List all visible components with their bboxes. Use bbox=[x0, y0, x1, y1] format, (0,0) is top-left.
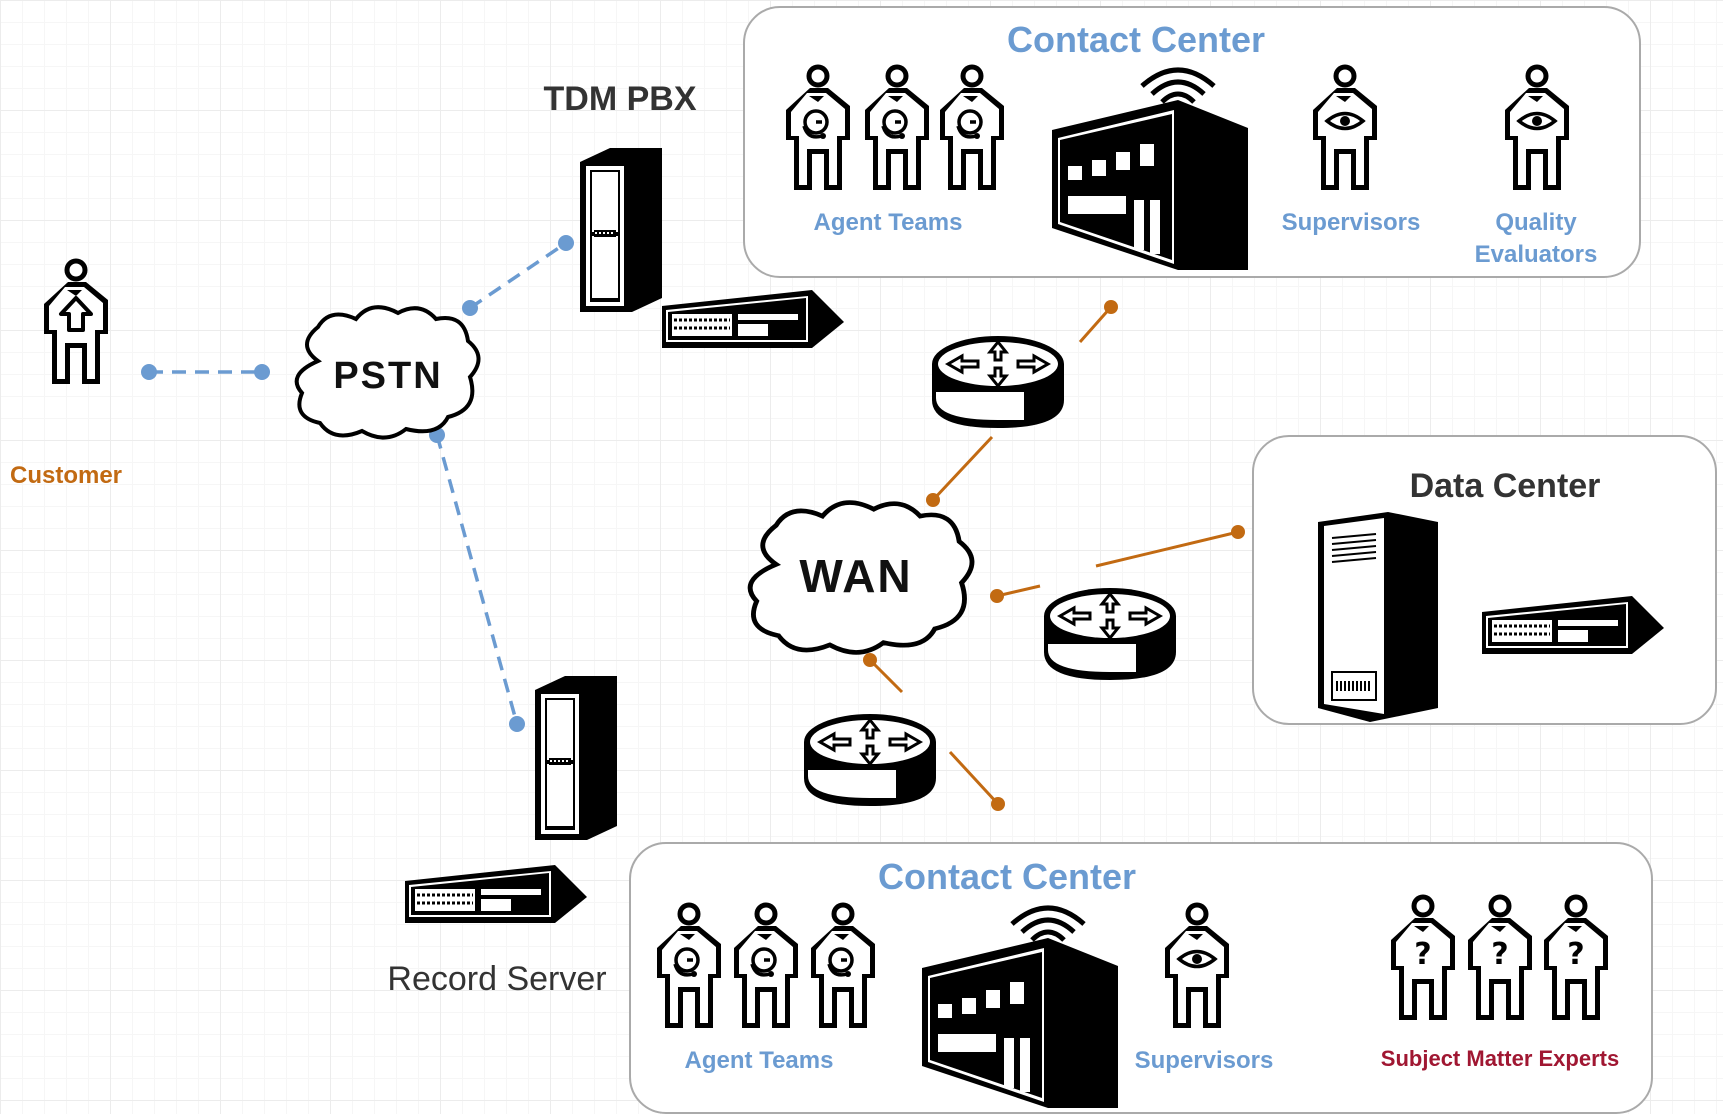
cc-top-quality-label-line1: Quality bbox=[1495, 209, 1577, 236]
customer-label: Customer bbox=[10, 462, 122, 489]
cc-top-quality-label-line2: Evaluators bbox=[1475, 241, 1598, 268]
record-server-label: Record Server bbox=[387, 960, 606, 998]
record-server-tower-icon bbox=[534, 675, 618, 841]
cc-bottom-agent-teams-label: Agent Teams bbox=[685, 1047, 834, 1074]
router3-cc-bottom-link bbox=[948, 750, 1000, 806]
router-icon bbox=[802, 712, 938, 808]
router-icon bbox=[1042, 586, 1178, 682]
pstn-label: PSTN bbox=[333, 355, 442, 397]
record-server-switch-icon bbox=[403, 863, 589, 925]
router1-cc-top-link bbox=[1078, 306, 1113, 343]
tdm-pbx-switch-icon bbox=[660, 288, 846, 350]
router2-dc-link bbox=[1095, 530, 1239, 568]
contact-center-top-title: Contact Center bbox=[1007, 19, 1265, 60]
wan-connections bbox=[868, 306, 1239, 806]
wan-connection-dots bbox=[863, 300, 1245, 811]
pstn-pbx-link bbox=[469, 241, 567, 310]
cc-top-agent-teams-label: Agent Teams bbox=[814, 209, 963, 236]
contact-center-bottom-title: Contact Center bbox=[878, 856, 1136, 897]
contact-center-bottom-panel bbox=[629, 842, 1653, 1114]
pstn-connections bbox=[149, 241, 567, 725]
wan-router2-link bbox=[996, 584, 1041, 598]
router-icon bbox=[930, 334, 1066, 430]
customer-person-icon bbox=[44, 261, 108, 384]
pstn-connection-dots bbox=[141, 235, 574, 732]
wan-label: WAN bbox=[799, 550, 912, 602]
cc-top-supervisors-label: Supervisors bbox=[1282, 209, 1421, 236]
data-center-server-icon bbox=[1318, 512, 1438, 722]
router1-wan-link bbox=[931, 435, 994, 502]
data-center-title: Data Center bbox=[1410, 467, 1601, 505]
wan-router3-link bbox=[868, 658, 904, 694]
cc-bottom-sme-label: Subject Matter Experts bbox=[1381, 1046, 1619, 1071]
cc-bottom-supervisors-label: Supervisors bbox=[1135, 1047, 1274, 1074]
tdm-pbx-label: TDM PBX bbox=[544, 80, 697, 118]
pstn-record-link bbox=[435, 434, 519, 725]
tdm-pbx-tower-icon bbox=[579, 147, 663, 313]
